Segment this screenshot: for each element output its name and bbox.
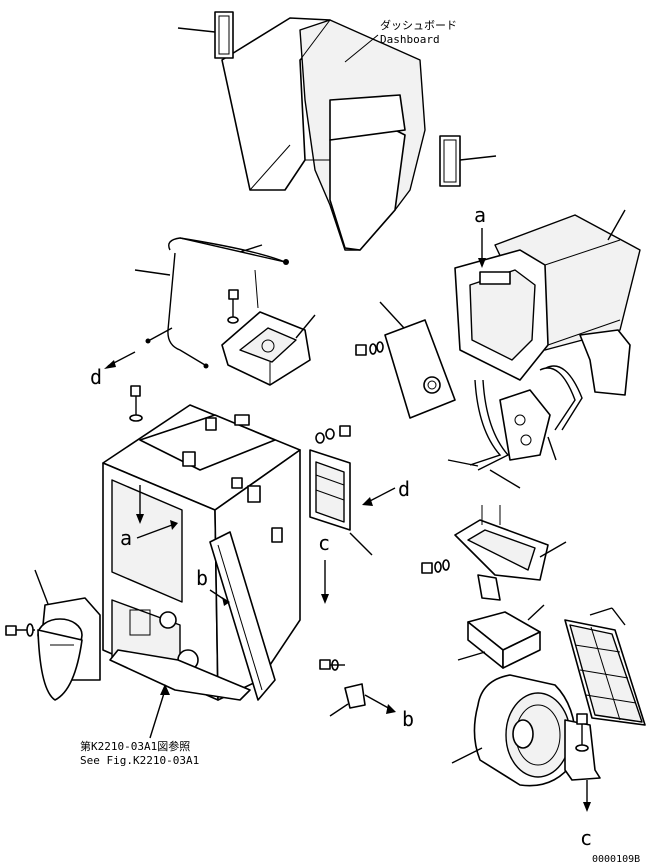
bolt-washer-group-4 <box>421 559 450 574</box>
label-c-bottom: c <box>580 826 592 850</box>
label-d-left: d <box>90 365 102 389</box>
label-a-left: a <box>120 526 132 550</box>
mounting-bracket <box>221 311 311 386</box>
label-b-left: b <box>196 566 208 590</box>
label-a-top: a <box>474 203 486 227</box>
air-filter <box>564 619 646 726</box>
blower-fan <box>473 674 577 787</box>
ref-note-en: See Fig.K2210-03A1 <box>80 754 199 767</box>
outlet-duct <box>454 519 549 601</box>
filter-frame <box>309 449 351 531</box>
valve-block <box>499 389 551 461</box>
relay-connector <box>319 659 396 714</box>
blower-bracket <box>564 713 601 781</box>
bolt-washer-group-3 <box>355 341 384 356</box>
ref-note-jp: 第K2210-03A1図参照 <box>80 739 190 753</box>
coolant-pipes <box>469 365 583 471</box>
label-b-right: b <box>402 707 414 731</box>
bolt-washer-group-1 <box>227 289 239 324</box>
dashboard-panel <box>214 11 461 251</box>
dashboard-label-jp: ダッシュボード <box>380 18 457 32</box>
label-d-right: d <box>398 477 410 501</box>
vent-nozzle <box>37 597 101 701</box>
bolt-washer-group-2 <box>315 425 351 444</box>
cover-plate <box>384 319 456 419</box>
drawing-number: 0000109B <box>592 854 640 865</box>
main-housing <box>102 385 301 701</box>
heater-unit <box>454 214 641 396</box>
hose-assembly <box>145 237 289 369</box>
dashboard-label-en: Dashboard <box>380 33 440 46</box>
bolt-left-vent <box>5 623 35 637</box>
duct-extension <box>209 531 276 701</box>
base-plate <box>109 649 251 701</box>
adapter-bracket <box>467 611 541 669</box>
label-c-mid: c <box>318 531 330 555</box>
